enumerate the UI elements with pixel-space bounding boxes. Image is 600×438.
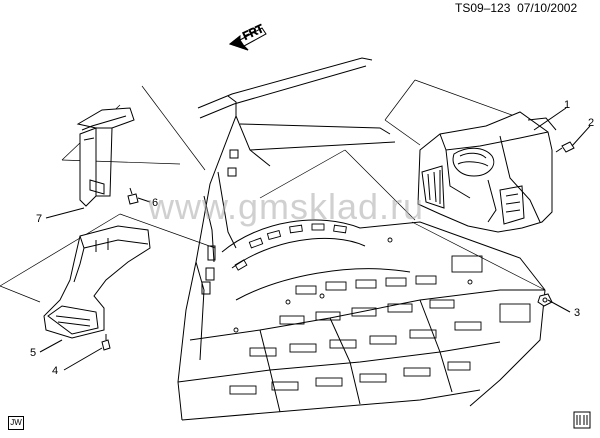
callout-leaders	[39, 107, 591, 371]
drawing-date: 07/10/2002	[517, 1, 578, 15]
callout-2: 2	[588, 117, 594, 129]
callout-6: 6	[152, 197, 158, 209]
auxiliary-hvac-module	[417, 111, 557, 233]
callout-7: 7	[36, 213, 42, 225]
body-side-panel	[177, 57, 396, 421]
floor-pan	[177, 219, 546, 421]
nut-3	[537, 293, 553, 307]
upper-air-duct	[76, 107, 135, 207]
lower-air-duct	[43, 225, 151, 339]
screw-4	[101, 334, 111, 351]
drawing-header: TS09–123 07/10/2002	[455, 1, 577, 15]
bolt-2	[555, 141, 575, 153]
watermark: www.gmsklad.ru	[148, 186, 425, 227]
callout-labels: 1 2 3 4 5 6 7	[30, 99, 594, 377]
front-direction-arrow-icon: FRT	[228, 22, 267, 51]
screw-6	[127, 187, 139, 205]
callout-3: 3	[574, 307, 580, 319]
corner-tag: JW	[8, 416, 24, 430]
barcode-icon	[573, 411, 591, 429]
drawing-id: TS09–123	[455, 1, 511, 15]
callout-4: 4	[52, 365, 58, 377]
callout-1: 1	[564, 99, 570, 111]
callout-5: 5	[30, 347, 36, 359]
